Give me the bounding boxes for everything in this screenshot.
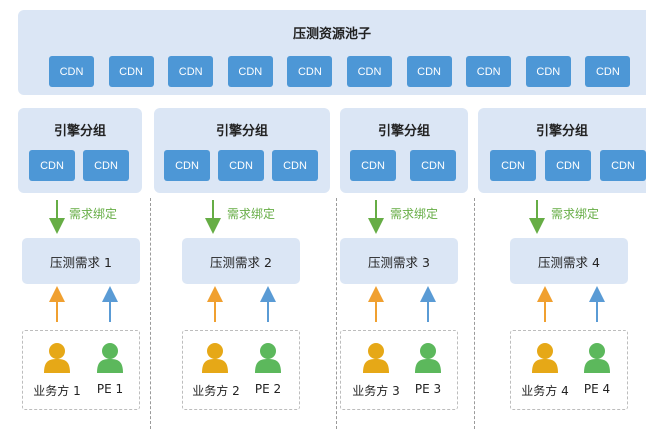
pe-person-icon-4: [584, 343, 610, 373]
pool-cdn-2: CDN: [108, 56, 154, 87]
pool-cdn-4: CDN: [227, 56, 273, 87]
people-box-1: [22, 330, 140, 410]
resource-pool-title: 压测资源池子: [292, 27, 371, 42]
group-2-cdn-3: CDN: [272, 150, 318, 181]
pool-cdn-5: CDN: [287, 56, 333, 87]
pe-person-icon-3: [415, 343, 441, 373]
demand-box-4: 压测需求 4: [510, 238, 628, 284]
pe-person-icon-1: [97, 343, 123, 373]
engine-group-title-3: 引擎分组: [377, 124, 430, 139]
business-label-4: 业务方 4: [521, 384, 569, 398]
pe-label-1: PE 1: [96, 382, 124, 396]
group-3-cdn-2: CDN: [410, 150, 456, 181]
bind-label-2: 需求绑定: [227, 207, 276, 221]
group-1-cdn-2: CDN: [83, 150, 129, 181]
group-4-cdn-3: CDN: [600, 150, 646, 181]
group-4-cdn-2: CDN: [545, 150, 591, 181]
pool-cdn-3: CDN: [168, 56, 214, 87]
separator-3: [474, 198, 475, 429]
demand-box-1: 压测需求 1: [22, 238, 140, 284]
business-person-icon-1: [44, 343, 70, 373]
pool-cdn-7: CDN: [406, 56, 452, 87]
people-box-4: [510, 330, 628, 410]
bind-label-4: 需求绑定: [551, 207, 600, 221]
business-label-2: 业务方 2: [192, 384, 240, 398]
group-2-cdn-2: CDN: [218, 150, 264, 181]
demand-box-3: 压测需求 3: [340, 238, 458, 284]
demand-box-2: 压测需求 2: [182, 238, 300, 284]
bind-label-1: 需求绑定: [69, 207, 118, 221]
people-box-2: [182, 330, 300, 410]
bind-label-3: 需求绑定: [390, 207, 439, 221]
separator-1: [150, 198, 151, 429]
pool-cdn-10: CDN: [585, 56, 631, 87]
group-2-cdn-1: CDN: [164, 150, 210, 181]
group-1-cdn-1: CDN: [29, 150, 75, 181]
pool-cdn-8: CDN: [466, 56, 512, 87]
business-label-3: 业务方 3: [352, 384, 400, 398]
group-3-cdn-1: CDN: [350, 150, 396, 181]
engine-group-title-2: 引擎分组: [215, 124, 268, 139]
pe-label-3: PE 3: [414, 382, 442, 396]
pool-cdn-9: CDN: [525, 56, 571, 87]
business-person-icon-3: [363, 343, 389, 373]
engine-group-title-1: 引擎分组: [53, 124, 106, 139]
business-person-icon-2: [202, 343, 228, 373]
pe-person-icon-2: [255, 343, 281, 373]
pool-cdn-6: CDN: [347, 56, 392, 87]
group-4-cdn-1: CDN: [490, 150, 536, 181]
separator-2: [336, 198, 337, 429]
business-person-icon-4: [532, 343, 558, 373]
pe-label-4: PE 4: [583, 382, 611, 396]
people-box-3: [340, 330, 458, 410]
business-label-1: 业务方 1: [33, 384, 81, 398]
pe-label-2: PE 2: [254, 382, 282, 396]
pool-cdn-1: CDN: [49, 56, 94, 87]
engine-group-title-4: 引擎分组: [535, 124, 588, 139]
